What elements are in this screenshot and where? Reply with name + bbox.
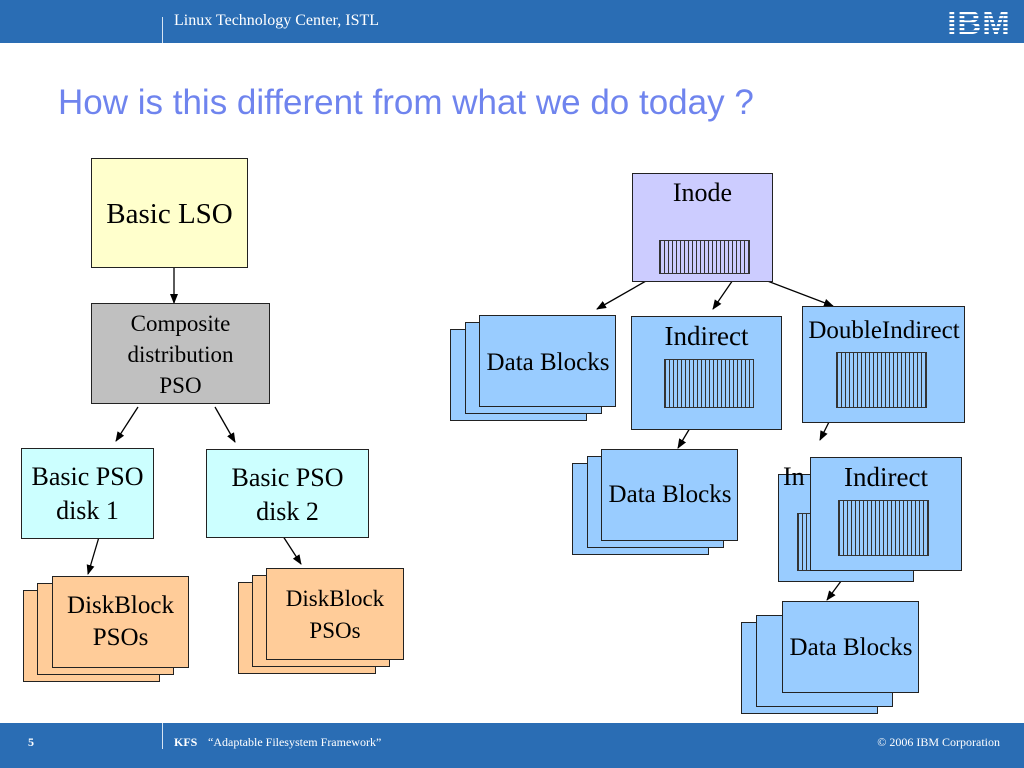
ibm-logo-text: IBM — [947, 4, 1011, 38]
basic-lso-box: Basic LSO — [91, 158, 248, 268]
page-title: How is this different from what we do to… — [58, 83, 754, 122]
diskblock-right-box: DiskBlock PSOs — [266, 568, 404, 660]
inode-box: Inode — [632, 173, 773, 282]
doubleindirect-pointer-array — [836, 352, 927, 408]
basic-pso-disk1-box: Basic PSO disk 1 — [21, 448, 154, 539]
diskblock-right-line1: DiskBlock — [285, 586, 385, 611]
indirect-front-pointer-array — [838, 500, 929, 556]
indirect-top-label: Indirect — [664, 321, 749, 351]
arrow-composite-to-pso2 — [214, 406, 236, 443]
basic-pso-disk2-box: Basic PSO disk 2 — [206, 449, 369, 538]
indirect-top-pointer-array — [664, 359, 754, 408]
header-divider — [162, 17, 163, 43]
copyright: © 2006 IBM Corporation — [877, 735, 1000, 749]
inode-pointer-array — [659, 240, 750, 274]
composite-label-line3: PSO — [159, 373, 202, 398]
basic-lso-label: Basic LSO — [106, 198, 233, 230]
header-bar: Linux Technology Center, ISTL IBM — [0, 0, 1024, 43]
arrow-composite-to-pso1 — [115, 406, 139, 442]
diskblock-right-line2: PSOs — [309, 618, 361, 643]
doubleindirect-box: DoubleIndirect — [802, 306, 965, 423]
datablocks-bottom-label: Data Blocks — [789, 634, 913, 661]
footer-bar: 5 KFS “Adaptable Filesystem Framework” ©… — [0, 723, 1024, 768]
arrow-inode-to-datablocks — [596, 276, 654, 310]
composite-pso-box: Composite distribution PSO — [91, 303, 270, 404]
pso-disk1-line2: disk 1 — [56, 496, 119, 525]
ibm-logo: IBM — [947, 4, 1011, 38]
inode-label: Inode — [672, 178, 733, 207]
diskblock-left-line1: DiskBlock — [67, 592, 174, 619]
indirect-front-box: Indirect — [810, 457, 962, 571]
pso-disk2-line1: Basic PSO — [231, 463, 344, 492]
page-number: 5 — [28, 735, 34, 749]
datablocks-top-label: Data Blocks — [486, 349, 610, 376]
project-description: “Adaptable Filesystem Framework” — [208, 735, 382, 749]
pso-disk1-line1: Basic PSO — [31, 462, 144, 491]
footer-divider — [162, 723, 163, 749]
doubleindirect-label: DoubleIndirect — [808, 317, 960, 344]
datablocks-top-box: Data Blocks — [479, 315, 616, 407]
org-label: Linux Technology Center, ISTL — [174, 12, 380, 29]
pso-disk2-line2: disk 2 — [256, 497, 319, 526]
project-name: KFS — [174, 735, 198, 749]
datablocks-mid-box: Data Blocks — [601, 449, 738, 541]
indirect-top-box: Indirect — [631, 316, 782, 430]
diskblock-left-line2: PSOs — [92, 624, 149, 651]
arrow-pso1-to-diskblock — [86, 536, 100, 575]
datablocks-mid-label: Data Blocks — [608, 481, 732, 508]
indirect-back-label: In — [783, 462, 805, 491]
datablocks-bottom-box: Data Blocks — [782, 601, 919, 693]
composite-label-line2: distribution — [127, 342, 234, 367]
arrow-inode-to-indirect — [712, 276, 736, 310]
indirect-front-label: Indirect — [844, 462, 928, 492]
diskblock-left-box: DiskBlock PSOs — [52, 576, 189, 668]
composite-label-line1: Composite — [130, 311, 231, 336]
